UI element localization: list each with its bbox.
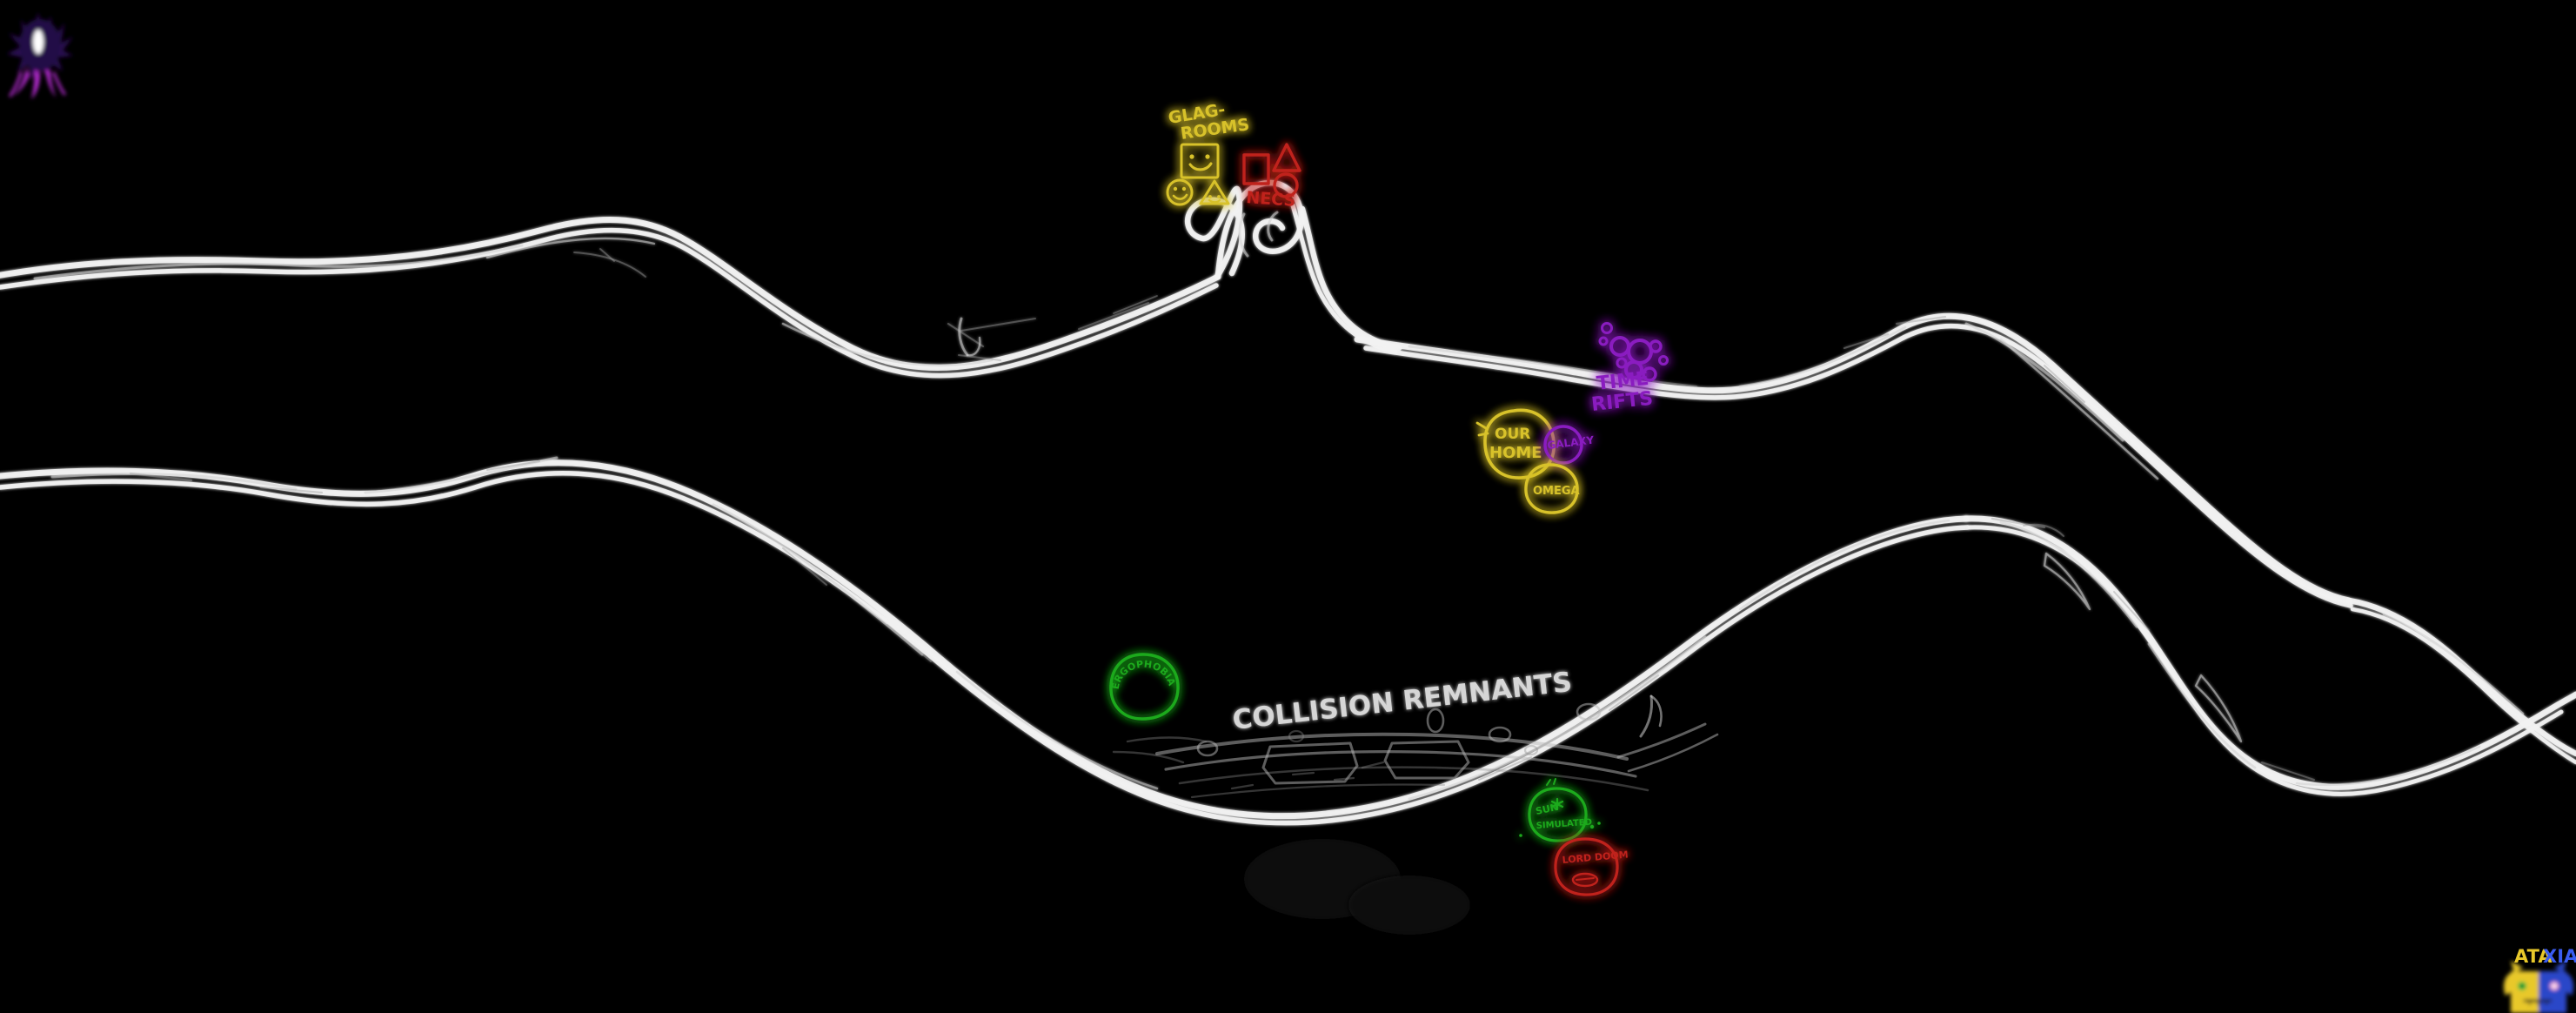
omega-label: OMEGA bbox=[1533, 485, 1580, 498]
ataxia-creature[interactable]: ATA XIA bbox=[2504, 946, 2576, 1013]
annotation-sun-simulated[interactable]: SUN SIMULATED bbox=[1519, 778, 1601, 842]
sun-label: SUN bbox=[1535, 802, 1559, 817]
upper-wave-right-segment bbox=[1354, 312, 2576, 765]
simulated-label: SIMULATED bbox=[1536, 818, 1592, 831]
void-eye-creature[interactable] bbox=[7, 12, 73, 99]
annotation-galaxy[interactable]: GALAXY bbox=[1543, 425, 1596, 465]
lower-wave-right-hump bbox=[1963, 515, 2576, 796]
necs-label: NECS bbox=[1246, 188, 1296, 211]
circle-smiley-icon bbox=[1166, 178, 1194, 206]
ataxia-label-right: XIA bbox=[2543, 946, 2576, 967]
annotation-time-rifts[interactable]: TIME RIFTS bbox=[1590, 322, 1669, 416]
upper-chalk-wave bbox=[0, 217, 1221, 379]
collision-debris bbox=[1112, 694, 1719, 935]
lower-chalk-wave bbox=[0, 456, 1970, 826]
galaxy-label: GALAXY bbox=[1547, 433, 1596, 452]
ataxia-label: ATA XIA bbox=[2514, 946, 2576, 967]
annotation-necs[interactable]: NECS bbox=[1242, 143, 1301, 211]
annotation-our-home[interactable]: OUR HOME bbox=[1475, 408, 1556, 480]
asterisk-icon bbox=[1550, 797, 1564, 811]
time-rift-bubbles-icon bbox=[1598, 322, 1669, 382]
square-smiley-icon bbox=[1180, 143, 1220, 179]
our-home-label-line2: HOME bbox=[1489, 444, 1542, 462]
triangle-smiley-icon bbox=[1199, 179, 1230, 205]
ataxia-label-left: ATA bbox=[2514, 946, 2553, 967]
our-home-label-line1: OUR bbox=[1495, 426, 1530, 443]
annotation-omega[interactable]: OMEGA bbox=[1524, 463, 1580, 514]
